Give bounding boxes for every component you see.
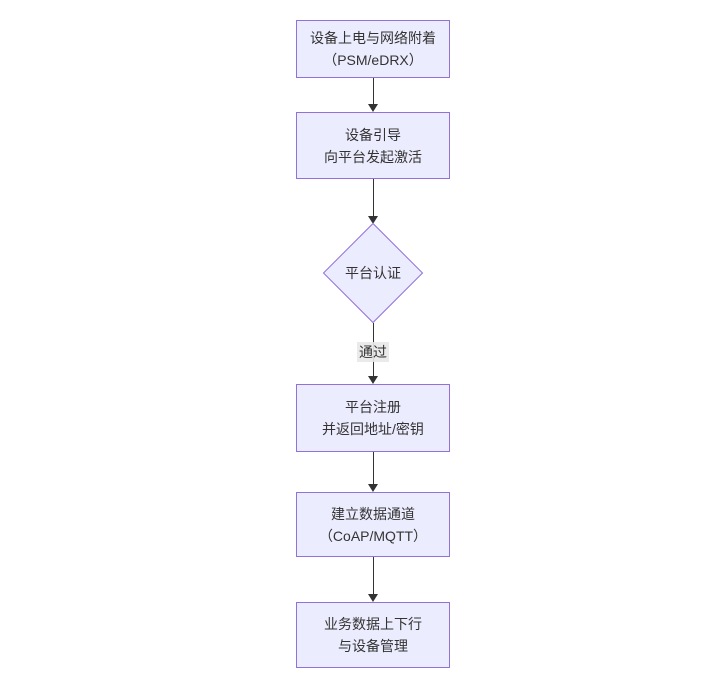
node-label-line: 与设备管理: [338, 638, 408, 654]
arrow-line: [372, 78, 374, 106]
node-label-line: 平台认证: [345, 265, 401, 281]
arrow-line: [372, 452, 374, 486]
node-label-line: 向平台发起激活: [324, 148, 422, 165]
decision-platform-authentication: 平台认证: [322, 222, 424, 324]
node-label-line: 业务数据上下行: [324, 616, 422, 632]
node-label-line: （PSM/eDRX）: [323, 52, 423, 68]
node-label-line: 并返回地址/密钥: [322, 421, 424, 437]
node-establish-data-channel: 建立数据通道 （CoAP/MQTT）: [296, 492, 450, 557]
arrow-down-icon: [368, 104, 378, 112]
node-label-line: 平台注册: [345, 399, 401, 415]
arrow-line: [372, 557, 374, 596]
node-label-line: 设备引导: [345, 126, 401, 143]
node-label-line: 设备上电与网络附着: [310, 30, 436, 46]
node-device-power-network-attach: 设备上电与网络附着 （PSM/eDRX）: [296, 20, 450, 78]
node-business-data-device-management: 业务数据上下行 与设备管理: [296, 602, 450, 668]
arrow-down-icon: [368, 216, 378, 224]
node-label-line: 建立数据通道: [331, 505, 415, 522]
edge-label-pass: 通过: [357, 342, 389, 362]
node-platform-registration: 平台注册 并返回地址/密钥: [296, 384, 450, 452]
arrow-line: [372, 179, 374, 218]
node-device-bootstrap-activate: 设备引导 向平台发起激活: [296, 112, 450, 179]
node-label-line: （CoAP/MQTT）: [318, 527, 428, 544]
arrow-down-icon: [368, 484, 378, 492]
arrow-down-icon: [368, 594, 378, 602]
arrow-down-icon: [368, 376, 378, 384]
